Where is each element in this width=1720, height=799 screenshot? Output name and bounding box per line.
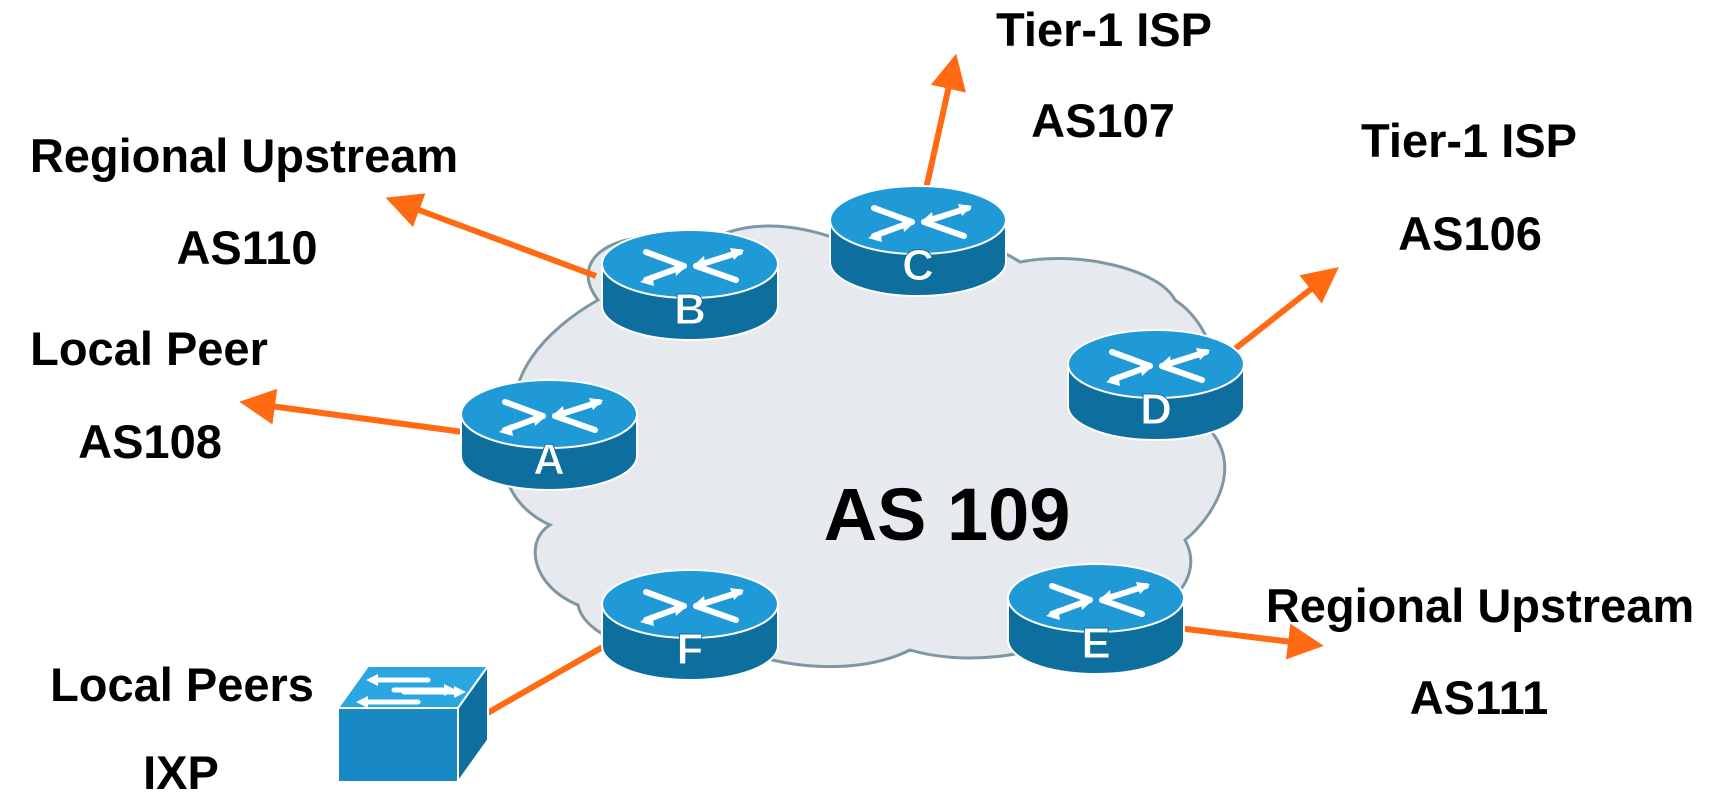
routers: A B C D E F [460, 185, 1245, 681]
router-label-b: B [674, 285, 706, 334]
link-b-as110 [385, 193, 598, 279]
router-label-a: A [533, 435, 565, 484]
router-icon [868, 204, 972, 242]
router-b: B [601, 229, 779, 341]
peer-b-as: AS110 [176, 221, 318, 274]
peer-d-name: Tier-1 ISP [1361, 114, 1577, 167]
switch-icon [336, 662, 490, 786]
link-e-as111 [1177, 623, 1324, 660]
router-label-f: F [677, 625, 704, 674]
peer-c-as: AS107 [1031, 94, 1175, 147]
peer-a-name: Local Peer [30, 322, 268, 375]
link-f-ixp [468, 641, 610, 726]
router-label-c: C [902, 241, 934, 290]
peer-f-as: IXP [143, 746, 219, 799]
router-e: E [1007, 563, 1185, 675]
router-c: C [829, 185, 1007, 297]
router-d: D [1067, 329, 1245, 441]
peer-d-as: AS106 [1398, 207, 1542, 260]
router-a: A [460, 379, 638, 491]
peer-c-name: Tier-1 ISP [996, 3, 1212, 56]
router-label-e: E [1081, 619, 1110, 668]
as-center-label: AS 109 [823, 473, 1071, 556]
peer-f-name: Local Peers [50, 658, 314, 711]
link-a-as108 [239, 388, 479, 437]
router-icon [640, 248, 744, 286]
link-c-as107 [921, 53, 966, 199]
router-label-d: D [1140, 385, 1172, 434]
router-icon [1106, 348, 1210, 386]
router-icon [1046, 582, 1150, 620]
router-f: F [601, 569, 779, 681]
peer-e-as: AS111 [1409, 671, 1549, 724]
peer-b-name: Regional Upstream [29, 129, 459, 182]
peer-a-as: AS108 [78, 415, 222, 468]
router-icon [499, 398, 603, 436]
link-d-as106 [1224, 267, 1339, 359]
router-icon [640, 588, 744, 626]
peer-e-name: Regional Upstream [1265, 579, 1695, 632]
